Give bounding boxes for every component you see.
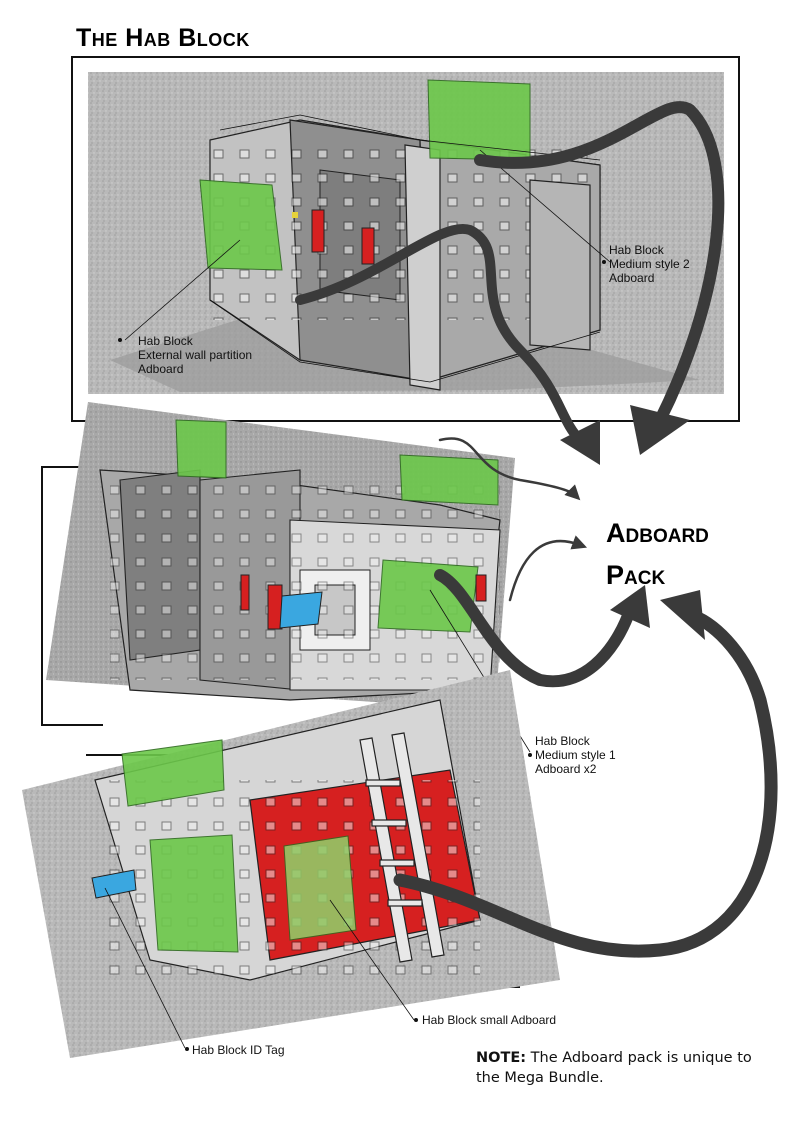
arrows — [295, 101, 778, 958]
top-hab-block-render — [88, 72, 724, 394]
callout-line: Hab Block — [535, 734, 590, 748]
top-panel-frame — [71, 56, 740, 422]
callout-line: Medium style 2 — [609, 257, 690, 271]
callout-line: Adboard x2 — [535, 762, 597, 776]
callout-id-tag: Hab Block ID Tag — [192, 1043, 285, 1057]
callout-line: Hab Block — [138, 334, 193, 348]
callout-small-adboard: Hab Block small Adboard — [422, 1013, 556, 1027]
callout-medium-style-2-adboard: Hab Block Medium style 2 Adboard — [609, 243, 690, 285]
callout-line: External wall partition — [138, 348, 253, 362]
bundle-note: NOTE: The Adboard pack is unique to the … — [476, 1048, 776, 1088]
note-label: NOTE: — [476, 1050, 527, 1066]
adboard-pack-title-line1: Adboard — [606, 518, 709, 548]
note-text: The Adboard pack is unique to the Mega B… — [476, 1050, 752, 1086]
callout-line: Adboard — [609, 271, 655, 285]
adboard-pack-title-line2: Pack — [606, 560, 666, 590]
callout-line: Hab Block — [609, 243, 664, 257]
callout-line: Adboard — [138, 362, 184, 376]
bottom-hab-block-render — [22, 670, 560, 1058]
middle-panel-frame — [41, 466, 103, 726]
callout-line: Medium style 1 — [535, 748, 616, 762]
callout-external-wall-adboard: Hab Block External wall partition Adboar… — [138, 334, 252, 376]
page-title: The Hab Block — [76, 24, 250, 52]
adboard-pack-title: Adboard Pack — [606, 512, 709, 596]
callout-line: Hab Block ID Tag — [192, 1043, 285, 1057]
callout-line: Hab Block small Adboard — [422, 1013, 557, 1027]
middle-hab-block-render — [46, 402, 532, 757]
callout-medium-style-1-adboard: Hab Block Medium style 1 Adboard x2 — [535, 734, 616, 776]
